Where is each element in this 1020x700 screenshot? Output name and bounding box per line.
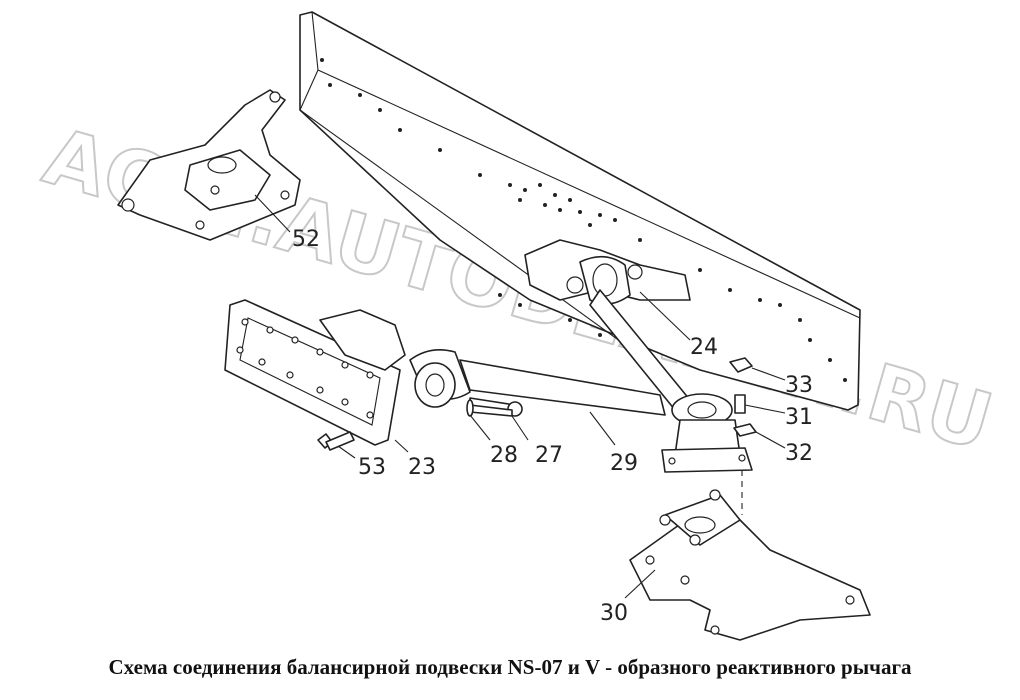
callout-52: 52 bbox=[292, 227, 320, 252]
callout-31: 31 bbox=[785, 405, 813, 430]
callout-30: 30 bbox=[600, 601, 628, 626]
callout-33: 33 bbox=[785, 373, 813, 398]
bolt-53 bbox=[317, 431, 355, 451]
v-reaction-arm bbox=[459, 289, 753, 473]
upper-left-bracket bbox=[117, 89, 301, 241]
leader-lines bbox=[254, 194, 786, 599]
diagram-caption: Схема соединения балансирной подвески NS… bbox=[108, 655, 912, 679]
frame-bracket bbox=[524, 239, 691, 305]
callout-28: 28 bbox=[490, 443, 518, 468]
callout-23: 23 bbox=[408, 455, 436, 480]
mounting-flange-plate bbox=[224, 299, 406, 446]
callout-53: 53 bbox=[358, 455, 386, 480]
callout-24: 24 bbox=[690, 335, 718, 360]
callout-27: 27 bbox=[535, 443, 563, 468]
callout-29: 29 bbox=[610, 451, 638, 476]
fastener-set bbox=[729, 357, 757, 437]
callout-32: 32 bbox=[785, 441, 813, 466]
suspension-diagram: ACAT.AUTODEALER.RU bbox=[34, 11, 1002, 641]
lower-bracket bbox=[629, 470, 871, 641]
frame-rail bbox=[299, 11, 861, 411]
